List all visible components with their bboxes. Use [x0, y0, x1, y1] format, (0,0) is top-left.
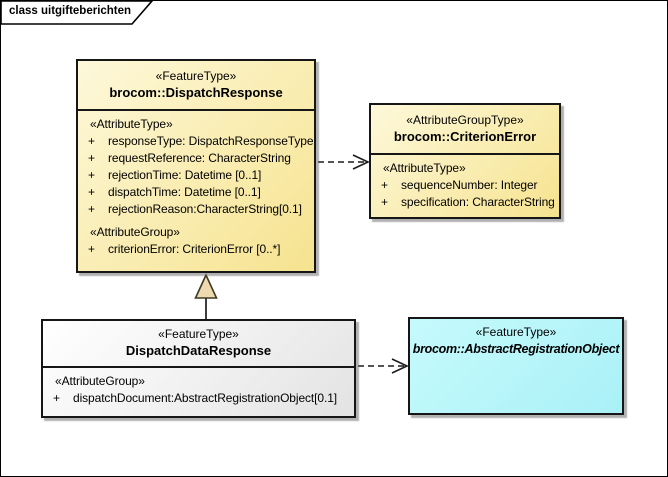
stereotype-label: «FeatureType»: [155, 68, 237, 83]
attribute-row: + rejectionReason:CharacterString[0.1]: [81, 201, 311, 218]
visibility-plus: +: [88, 168, 95, 182]
dependency-arrow-criterion-error: [318, 154, 370, 170]
class-name: brocom::CriterionError: [393, 128, 537, 144]
generalization-arrow: [194, 273, 218, 319]
attribute-text: sequenceNumber: Integer: [401, 178, 538, 192]
attribute-text: responseType: DispatchResponseType: [108, 134, 314, 148]
attribute-row: + requestReference: CharacterString: [81, 150, 311, 167]
class-box-dispatch-response: «FeatureType» brocom::DispatchResponse «…: [76, 59, 316, 273]
class-header: «FeatureType» DispatchDataResponse: [43, 321, 354, 368]
attribute-text: dispatchDocument:AbstractRegistrationObj…: [73, 391, 337, 405]
class-header: «FeatureType» brocom::AbstractRegistrati…: [410, 319, 622, 365]
dependency-arrow-dispatch-document: [358, 358, 409, 374]
class-header: «AttributeGroupType» brocom::CriterionEr…: [371, 105, 559, 155]
attribute-text: criterionError: CriterionError [0..*]: [108, 242, 281, 256]
class-name: DispatchDataResponse: [125, 343, 272, 358]
stereotype-label: «FeatureType»: [475, 325, 557, 339]
attribute-type-label: «AttributeType»: [383, 161, 466, 175]
attribute-row: + responseType: DispatchResponseType: [81, 133, 314, 150]
visibility-plus: +: [88, 185, 95, 199]
visibility-plus: +: [381, 195, 388, 209]
attribute-group-label: «AttributeGroup»: [90, 225, 180, 239]
attribute-row: + specification: CharacterString: [374, 194, 556, 211]
class-box-criterion-error: «AttributeGroupType» brocom::CriterionEr…: [369, 103, 561, 219]
attribute-text: specification: CharacterString: [401, 195, 555, 209]
attribute-group-label: «AttributeGroup»: [55, 374, 145, 388]
attribute-row: + sequenceNumber: Integer: [374, 177, 556, 194]
class-box-abstract-registration-object: «FeatureType» brocom::AbstractRegistrati…: [408, 317, 624, 415]
class-box-dispatch-data-response: «FeatureType» DispatchDataResponse «Attr…: [41, 319, 356, 418]
stereotype-label: «AttributeGroupType»: [406, 112, 524, 127]
visibility-plus: +: [381, 178, 388, 192]
attribute-text: rejectionReason:CharacterString[0.1]: [108, 202, 302, 216]
visibility-plus: +: [88, 151, 95, 165]
visibility-plus: +: [88, 242, 95, 256]
visibility-plus: +: [53, 391, 60, 405]
visibility-plus: +: [88, 134, 95, 148]
attribute-row: + dispatchDocument:AbstractRegistrationO…: [46, 390, 351, 407]
attribute-row: + rejectionTime: Datetime [0..1]: [81, 167, 311, 184]
stereotype-label: «FeatureType»: [158, 327, 239, 341]
class-header: «FeatureType» brocom::DispatchResponse: [78, 61, 314, 111]
class-attributes-compartment: «AttributeType» + sequenceNumber: Intege…: [371, 155, 559, 216]
class-attributes-compartment: «AttributeType» + responseType: Dispatch…: [78, 111, 314, 263]
attribute-row: + dispatchTime: Datetime [0..1]: [81, 184, 311, 201]
attribute-text: dispatchTime: Datetime [0..1]: [108, 185, 261, 199]
visibility-plus: +: [88, 202, 95, 216]
class-name: brocom::AbstractRegistrationObject: [412, 342, 620, 356]
attribute-text: requestReference: CharacterString: [108, 151, 291, 165]
diagram-title: class uitgifteberichten: [9, 5, 132, 17]
attribute-text: rejectionTime: Datetime [0..1]: [108, 168, 262, 182]
attribute-row: + criterionError: CriterionError [0..*]: [81, 241, 311, 258]
class-attributes-compartment: «AttributeGroup» + dispatchDocument:Abst…: [43, 368, 354, 412]
class-name: brocom::DispatchResponse: [109, 84, 283, 100]
attribute-type-label: «AttributeType»: [90, 117, 173, 131]
